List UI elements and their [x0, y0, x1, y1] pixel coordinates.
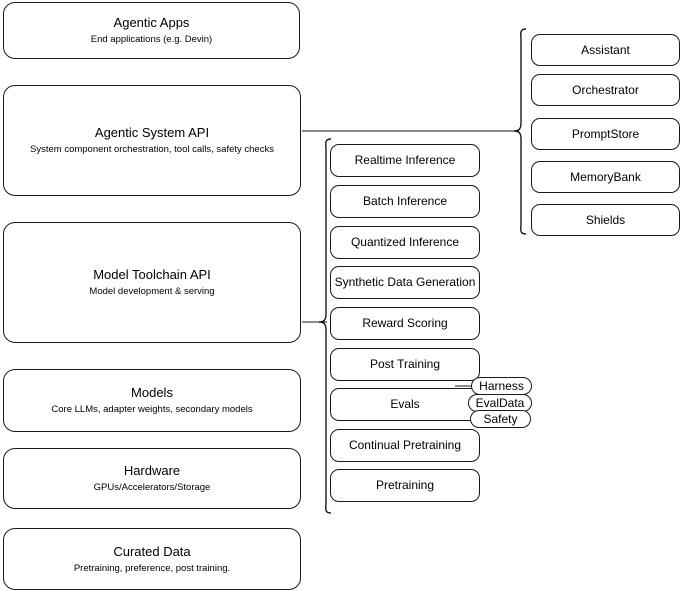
toolchain-item-label: Post Training — [369, 357, 441, 371]
layer-subtitle: System component orchestration, tool cal… — [30, 144, 274, 155]
toolchain-item-label: Evals — [390, 397, 420, 411]
layer-title: Agentic Apps — [113, 15, 190, 30]
layer-model-toolchain-api[interactable]: Model Toolchain API Model development & … — [3, 222, 301, 343]
system-item-promptstore[interactable]: PromptStore — [531, 118, 680, 150]
system-item-label: MemoryBank — [570, 169, 641, 184]
layer-title: Model Toolchain API — [93, 267, 211, 282]
toolchain-item-label: Batch Inference — [362, 194, 448, 208]
toolchain-item-reward-scoring[interactable]: Reward Scoring — [330, 307, 480, 340]
toolchain-item-post-training[interactable]: Post Training — [330, 348, 480, 381]
toolchain-item-label: Realtime Inference — [354, 153, 456, 167]
eval-badge-safety[interactable]: Safety — [470, 410, 531, 428]
eval-badge-label: Safety — [483, 412, 518, 426]
layer-subtitle: Pretraining, preference, post training. — [73, 562, 231, 574]
layer-subtitle: End applications (e.g. Devin) — [90, 34, 213, 45]
system-item-orchestrator[interactable]: Orchestrator — [531, 74, 680, 106]
toolchain-item-pretraining[interactable]: Pretraining — [330, 469, 480, 502]
system-item-memorybank[interactable]: MemoryBank — [531, 161, 680, 193]
system-item-label: PromptStore — [571, 126, 640, 141]
toolchain-item-label: Reward Scoring — [362, 316, 448, 330]
layer-title: Curated Data — [113, 543, 191, 559]
toolchain-item-label: Continual Pretraining — [348, 438, 462, 452]
toolchain-item-quantized-inference[interactable]: Quantized Inference — [330, 226, 480, 259]
eval-badge-label: Harness — [479, 379, 524, 393]
layer-subtitle: Model development & serving — [89, 286, 215, 297]
system-item-assistant[interactable]: Assistant — [531, 34, 680, 66]
layer-title: Hardware — [123, 463, 181, 478]
toolchain-item-realtime-inference[interactable]: Realtime Inference — [330, 144, 480, 177]
toolchain-item-evals[interactable]: Evals — [330, 388, 480, 421]
toolchain-item-continual-pretraining[interactable]: Continual Pretraining — [330, 429, 480, 462]
toolchain-item-batch-inference[interactable]: Batch Inference — [330, 185, 480, 218]
toolchain-item-label: Synthetic Data Generation — [334, 275, 476, 289]
layer-hardware[interactable]: Hardware GPUs/Accelerators/Storage — [3, 448, 301, 509]
layer-subtitle: Core LLMs, adapter weights, secondary mo… — [51, 404, 253, 415]
layer-agentic-apps[interactable]: Agentic Apps End applications (e.g. Devi… — [3, 2, 300, 59]
system-item-label: Orchestrator — [572, 82, 639, 97]
system-item-label: Shields — [585, 212, 626, 227]
layer-subtitle: GPUs/Accelerators/Storage — [93, 482, 211, 493]
eval-badge-harness[interactable]: Harness — [471, 377, 532, 395]
toolchain-item-label: Pretraining — [375, 478, 435, 492]
system-item-label: Assistant — [581, 42, 630, 57]
toolchain-item-label: Quantized Inference — [350, 235, 460, 249]
layer-curated-data[interactable]: Curated Data Pretraining, preference, po… — [3, 528, 301, 590]
layer-agentic-system-api[interactable]: Agentic System API System component orch… — [3, 85, 301, 196]
system-item-shields[interactable]: Shields — [531, 204, 680, 236]
layer-title: Agentic System API — [94, 125, 210, 140]
brace-system-components — [513, 28, 527, 235]
layer-models[interactable]: Models Core LLMs, adapter weights, secon… — [3, 369, 301, 432]
eval-badge-label: EvalData — [475, 396, 525, 410]
toolchain-item-synthetic-data-generation[interactable]: Synthetic Data Generation — [330, 266, 480, 299]
layer-title: Models — [131, 385, 173, 400]
